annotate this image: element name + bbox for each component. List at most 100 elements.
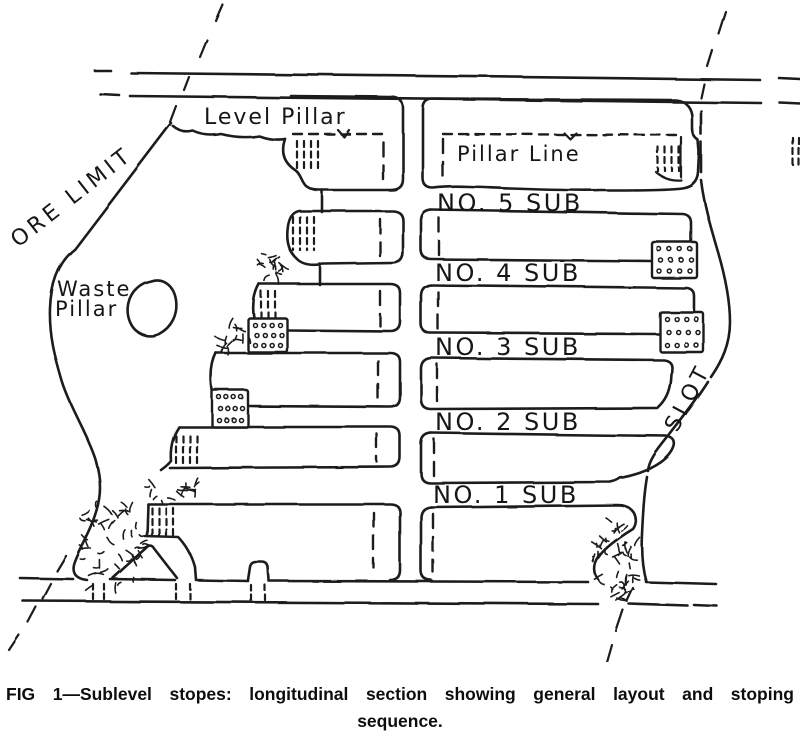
stipple-dot	[678, 257, 684, 263]
stipple-dot	[277, 342, 283, 348]
muck-pile-2	[214, 317, 251, 356]
drill-fringe-right-edge	[791, 136, 800, 170]
stipple-dot	[693, 316, 699, 322]
sublevel-drift-1	[419, 503, 638, 582]
stipple-dot	[262, 332, 268, 338]
stipple-dot	[693, 342, 699, 348]
sublevel-drift-4	[419, 283, 696, 336]
ore-limit-boundary-right	[640, 109, 732, 583]
drill-fringe-block-5	[174, 434, 199, 466]
stipple-dot	[223, 394, 230, 400]
ore-limit-dashed-extensions	[7, 2, 728, 662]
figure-caption-line1: FIG 1—Sublevel stopes: longitudinal sect…	[6, 684, 794, 704]
stope-block-2	[285, 209, 405, 287]
stipple-dot	[260, 322, 267, 328]
stipple-dot	[668, 257, 674, 263]
stipple-dot	[664, 342, 670, 348]
waste-pillar-label-line1: Waste	[57, 277, 131, 301]
stope-block-5	[159, 425, 402, 472]
fill-block-right-5-outline	[650, 240, 699, 280]
stope-block-bottom	[143, 502, 402, 582]
stipple-dot	[252, 342, 258, 348]
sublevel-drift-3	[419, 356, 674, 411]
stope-block-top	[281, 94, 405, 214]
sublevel-2-label: NO. 2 SUB	[435, 408, 581, 436]
drill-fringe-block-bottom	[150, 506, 175, 538]
stipple-dot	[223, 417, 230, 423]
stipple-dot	[657, 257, 664, 263]
stipple-dot	[673, 342, 680, 348]
stipple-dot	[685, 329, 691, 335]
waste-pillar-label-line2: Pillar	[55, 297, 118, 321]
drill-fringe-block-2	[291, 215, 316, 252]
stipple-dot	[676, 246, 683, 252]
fill-block-right-5	[650, 240, 699, 280]
pillar-line-drift	[421, 97, 701, 192]
stipple-dot	[656, 268, 662, 274]
drill-fringe-block-3	[259, 289, 277, 320]
stipple-dot	[270, 332, 276, 338]
diagram-labels: ORE LIMIT Level Pillar Pillar Line Waste…	[6, 105, 716, 509]
broken-ore-slot-chute	[610, 573, 635, 603]
chute-dashes	[91, 582, 267, 602]
stipple-dot	[666, 246, 673, 252]
stipple-dot	[217, 405, 224, 412]
sublevel-drift-2	[419, 431, 676, 485]
stipple-dot	[225, 405, 231, 412]
ore-limit-boundary-left	[48, 121, 173, 582]
stipple-dot	[216, 394, 222, 400]
drill-fringe-pillar-line	[656, 145, 681, 173]
fill-block-left-4	[210, 388, 250, 429]
pillar-line-label: Pillar Line	[457, 142, 581, 166]
muck-pile-3	[143, 477, 200, 505]
fill-block-right-4	[658, 310, 705, 354]
stipple-dot	[664, 316, 670, 322]
stipple-dot	[687, 246, 693, 252]
stipple-dot	[673, 316, 680, 322]
stipple-dot	[253, 332, 260, 338]
stope-back-boundary	[171, 124, 287, 141]
waste-pillar-outline	[126, 278, 178, 338]
bottom-level	[18, 544, 719, 608]
stipple-dot	[230, 417, 237, 423]
sublevel-1-label: NO. 1 SUB	[433, 481, 579, 509]
stipple-dot	[278, 332, 285, 338]
stipple-dot	[665, 329, 672, 335]
broken-ore-left-drawpoint	[79, 501, 150, 594]
stope-block-4	[209, 351, 402, 409]
sublevel-stope-diagram: ORE LIMIT Level Pillar Pillar Line Waste…	[6, 2, 800, 662]
stipple-dot	[277, 322, 283, 328]
sublevel-drift-5	[419, 208, 693, 263]
figure-caption-line2: sequence.	[357, 711, 443, 731]
stipple-dot	[268, 322, 275, 328]
stipple-dot	[675, 329, 681, 335]
rock-textures	[79, 136, 800, 603]
fill-block-right-4-outline	[658, 310, 705, 354]
level-pillar-label: Level Pillar	[204, 105, 347, 130]
stipple-dot	[232, 405, 238, 412]
stipple-dot	[683, 316, 690, 322]
diagram-linework	[7, 2, 800, 662]
stipple-dot	[694, 329, 701, 335]
stipple-dot	[268, 342, 275, 348]
drill-fringe-top-block	[295, 139, 320, 174]
stipple-dot	[688, 257, 695, 263]
stipple-dot	[216, 417, 222, 423]
figure-caption: FIG 1—Sublevel stopes: longitudinal sect…	[0, 684, 800, 732]
stipple-dot	[687, 268, 693, 274]
stipple-dot	[260, 342, 267, 348]
drawpoint-pillar-triangle	[111, 544, 179, 580]
fill-block-left-3	[246, 316, 289, 354]
stope-block-3	[251, 282, 402, 333]
raise-stub	[246, 560, 271, 582]
slot-label: SLOT	[660, 360, 716, 435]
stipple-dot	[239, 405, 246, 412]
muck-pile-1	[257, 253, 290, 286]
sublevel-5-label: NO. 5 SUB	[437, 189, 583, 217]
stipple-dot	[238, 417, 244, 423]
stipple-dot	[676, 268, 683, 274]
ore-limit-label: ORE LIMIT	[6, 142, 137, 252]
stipple-dot	[656, 246, 662, 252]
stipple-dot	[666, 268, 673, 274]
